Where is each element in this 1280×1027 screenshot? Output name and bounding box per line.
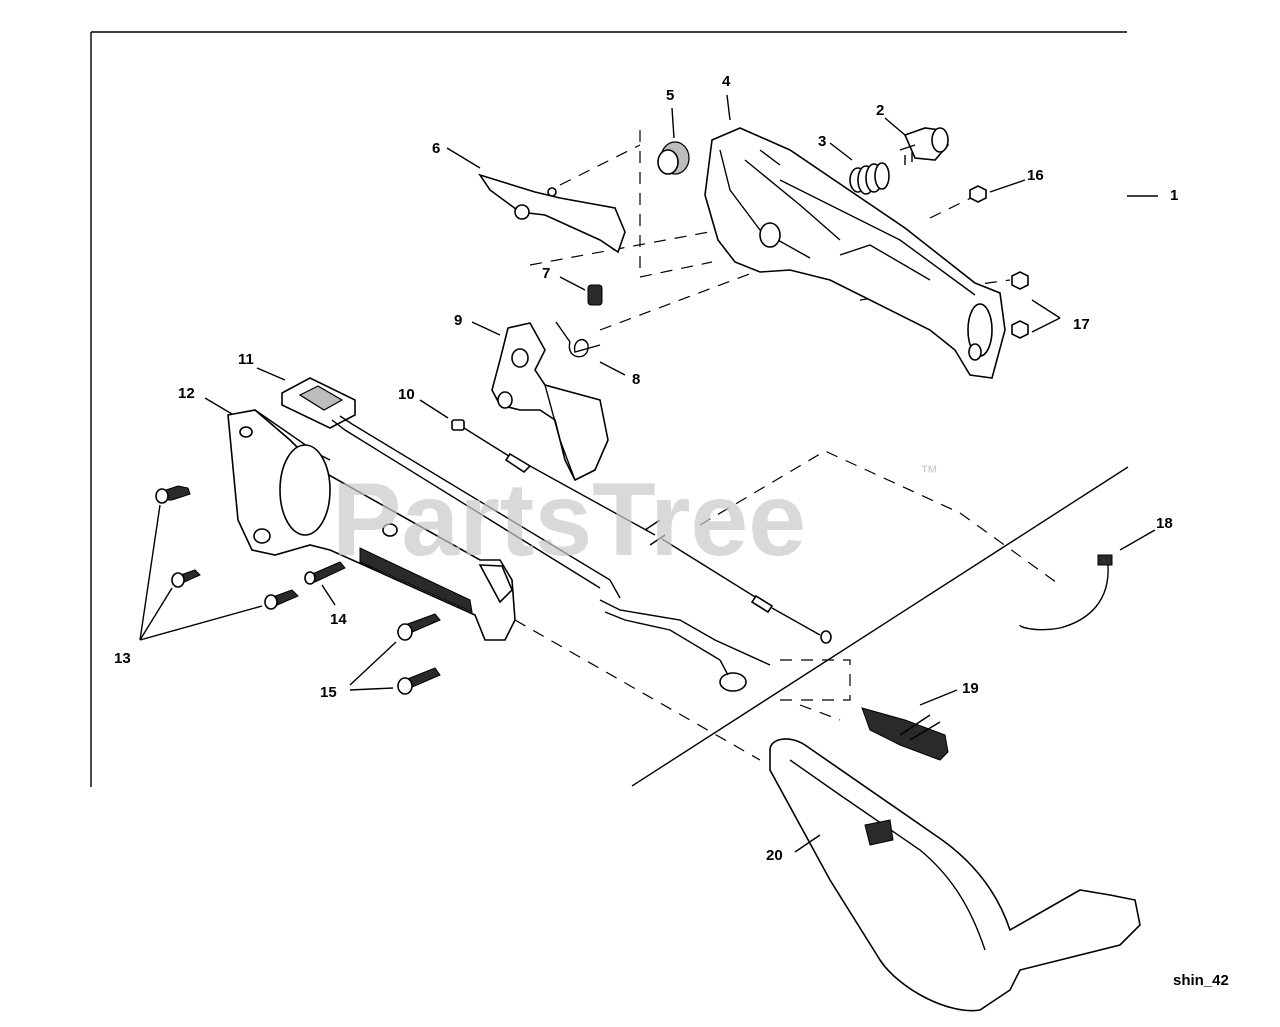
wire-harness [599, 579, 771, 692]
throttle-cable [451, 419, 832, 644]
callout-10: 10 [398, 386, 415, 403]
throttle-trigger [491, 322, 609, 482]
callout-15: 15 [320, 684, 337, 701]
compression-spring [849, 162, 890, 195]
screws-15 [397, 613, 441, 695]
threaded-insert [861, 707, 949, 761]
ground-wire [1019, 554, 1113, 631]
watermark-text: PartsTree [332, 462, 806, 578]
callout-7: 7 [542, 265, 550, 282]
screw-14 [304, 561, 346, 585]
leader-lines [139, 94, 1158, 853]
callout-20: 20 [766, 847, 783, 864]
grommet [657, 141, 690, 175]
stop-switch [281, 377, 611, 589]
lock-button [899, 127, 949, 165]
callout-5: 5 [666, 87, 674, 104]
nuts [969, 185, 1029, 339]
callout-1: 1 [1170, 187, 1178, 204]
watermark-trademark: ™ [920, 462, 938, 482]
trigger-lever [478, 173, 626, 254]
callout-8: 8 [632, 371, 640, 388]
callout-16: 16 [1027, 167, 1044, 184]
diagram-frame [90, 31, 1127, 787]
loop-handle [769, 738, 1141, 1012]
callout-17: 17 [1073, 316, 1090, 333]
screws-13 [155, 485, 299, 610]
callout-9: 9 [454, 312, 462, 329]
callout-12: 12 [178, 385, 195, 402]
callout-14: 14 [330, 611, 347, 628]
small-spring [587, 284, 603, 306]
callout-11: 11 [238, 351, 254, 368]
diagram-reference: shin_42 [1173, 972, 1229, 989]
callout-3: 3 [818, 133, 826, 150]
handle-housing-lower [227, 409, 516, 641]
callout-6: 6 [432, 140, 440, 157]
handle-housing-upper [704, 127, 1006, 379]
callout-19: 19 [962, 680, 979, 697]
callout-13: 13 [114, 650, 131, 667]
callout-2: 2 [876, 102, 884, 119]
callout-4: 4 [722, 73, 731, 90]
callout-18: 18 [1156, 515, 1173, 532]
shaft-outline-lines [514, 130, 1129, 787]
torsion-spring [555, 321, 601, 358]
